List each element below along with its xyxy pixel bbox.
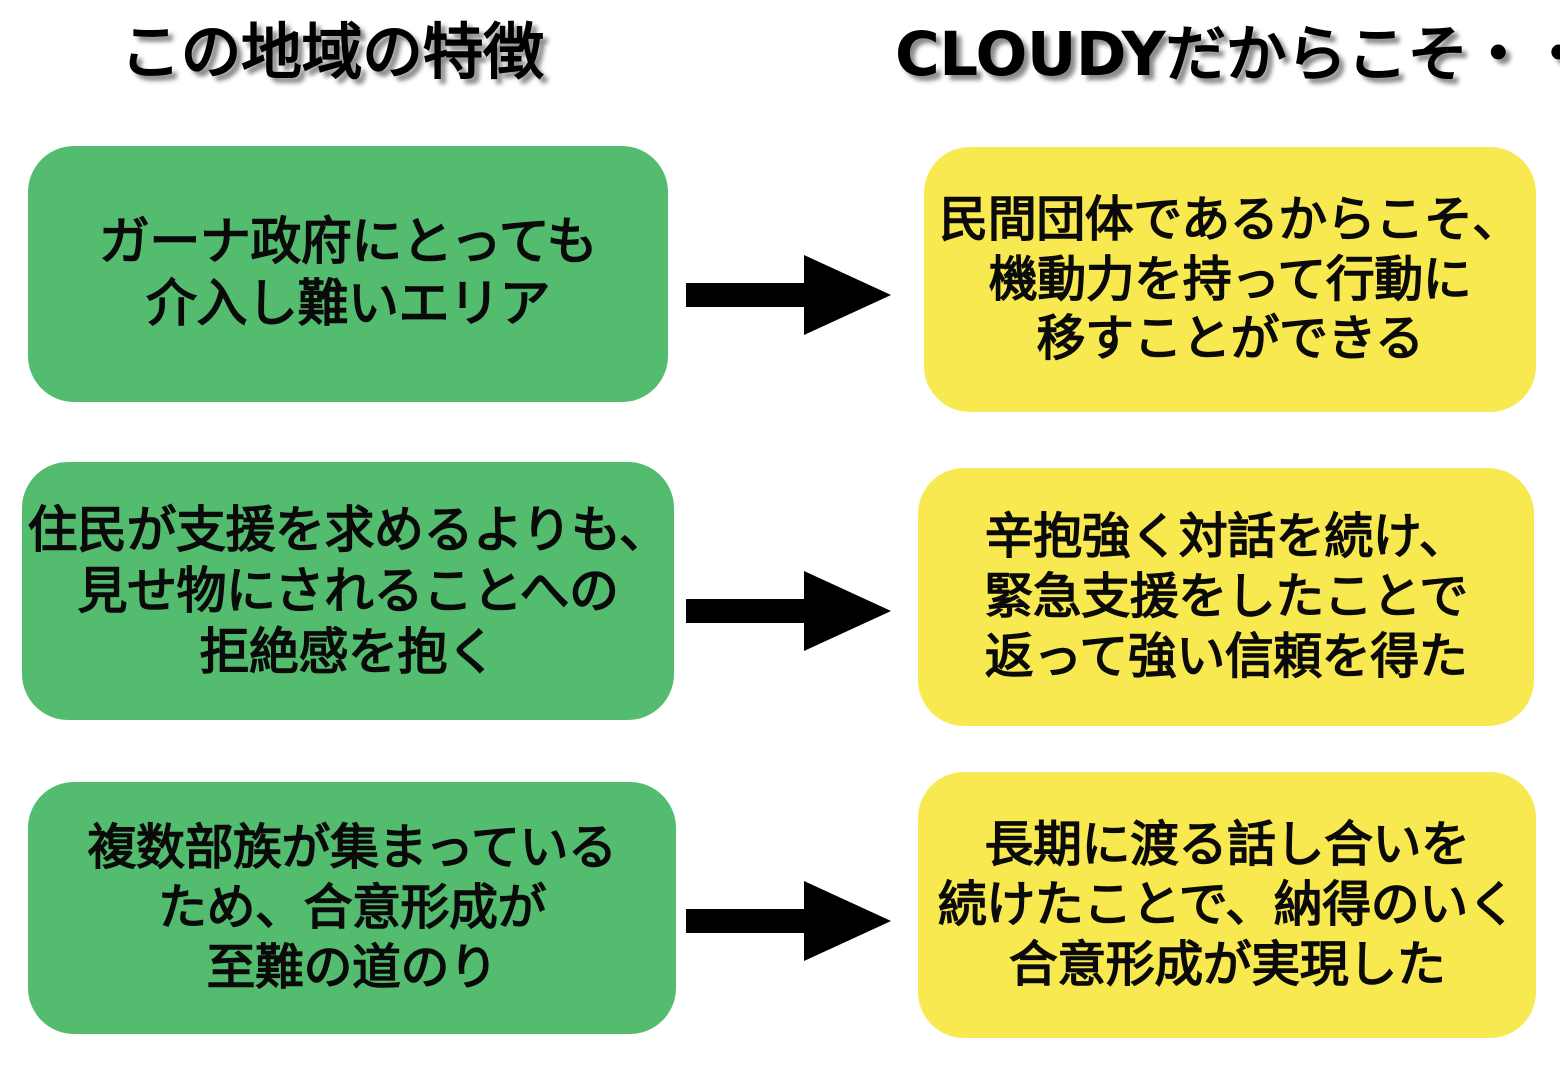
solution-box-2: 辛抱強く対話を続け、 緊急支援をしたことで 返って強い信頼を得た [918, 468, 1534, 726]
solution-box-2-text: 辛抱強く対話を続け、 緊急支援をしたことで 返って強い信頼を得た [984, 508, 1468, 685]
problem-box-1: ガーナ政府にとっても 介入し難いエリア [28, 146, 668, 402]
problem-box-3-text: 複数部族が集まっている ため、合意形成が 至難の道のり [87, 819, 617, 996]
right-arrow-icon [686, 878, 891, 964]
solution-box-1: 民間団体であるからこそ、 機動力を持って行動に 移すことができる [924, 147, 1536, 412]
problem-box-1-text: ガーナ政府にとっても 介入し難いエリア [98, 212, 598, 334]
solution-box-1-text: 民間団体であるからこそ、 機動力を持って行動に 移すことができる [939, 190, 1521, 368]
right-column-heading: CLOUDYだからこそ・・ [895, 19, 1560, 90]
problem-box-2-text: 住民が支援を求めるよりも、 見せ物にされることへの 拒絶感を抱く [27, 500, 670, 681]
solution-box-3-text: 長期に渡る話し合いを 続けたことで、納得のいく 合意形成が実現した [937, 816, 1517, 993]
right-arrow-icon [686, 568, 891, 654]
problem-box-2: 住民が支援を求めるよりも、 見せ物にされることへの 拒絶感を抱く [22, 462, 674, 720]
problem-box-3: 複数部族が集まっている ため、合意形成が 至難の道のり [28, 782, 676, 1034]
right-arrow-icon [686, 252, 891, 338]
left-column-heading: この地域の特徴 [120, 17, 544, 88]
solution-box-3: 長期に渡る話し合いを 続けたことで、納得のいく 合意形成が実現した [918, 772, 1536, 1038]
